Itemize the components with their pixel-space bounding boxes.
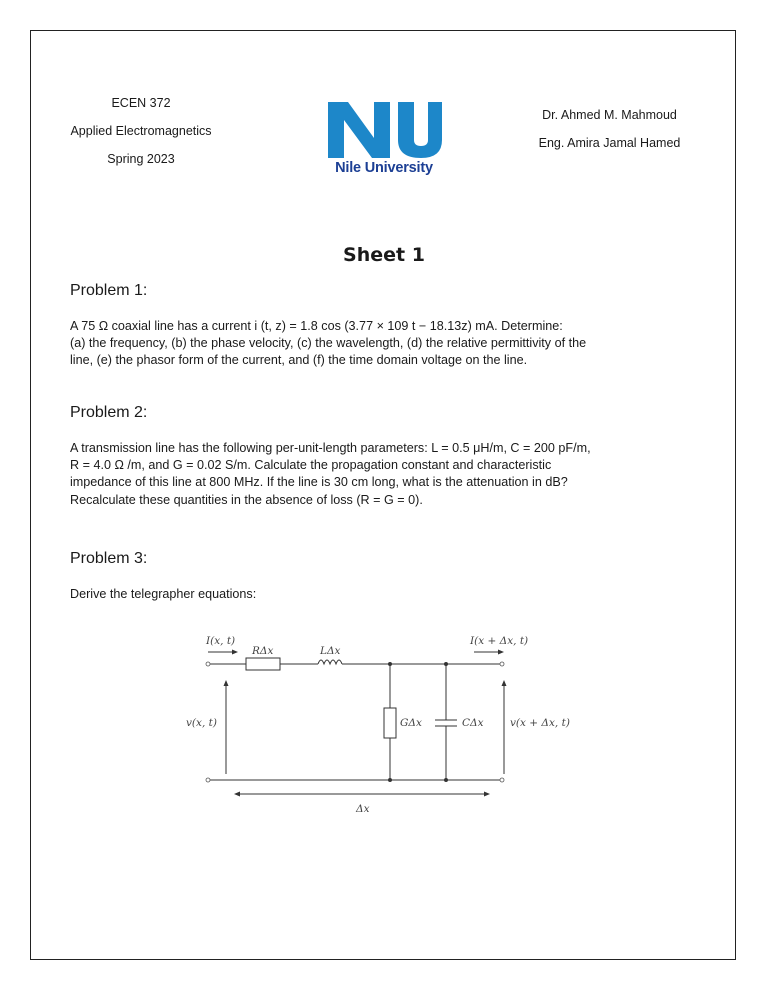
label-length: Δx xyxy=(355,803,370,815)
course-term: Spring 2023 xyxy=(107,152,175,166)
assistant-name: Eng. Amira Jamal Hamed xyxy=(538,136,681,150)
label-voltage-out: v(x + Δx, t) xyxy=(510,717,570,729)
university-logo: Nile University xyxy=(322,100,444,180)
logo-text: Nile University xyxy=(335,160,433,176)
problem-1-line: A 75 Ω coaxial line has a current i (t, … xyxy=(70,319,563,333)
telegrapher-circuit-diagram: I(x, t) RΔx LΔx I(x + Δx, t) v(x, t) GΔx… xyxy=(180,628,580,818)
problem-2-line: A transmission line has the following pe… xyxy=(70,441,591,455)
problem-1-text: A 75 Ω coaxial line has a current i (t, … xyxy=(70,318,710,370)
instructor-name: Dr. Ahmed M. Mahmoud xyxy=(542,108,677,122)
problem-1-heading: Problem 1: xyxy=(70,282,148,299)
label-voltage-in: v(x, t) xyxy=(186,717,217,729)
circuit-svg: I(x, t) RΔx LΔx I(x + Δx, t) v(x, t) GΔx… xyxy=(186,635,570,815)
problem-2-line: R = 4.0 Ω /m, and G = 0.02 S/m. Calculat… xyxy=(70,458,552,473)
problem-2-text: A transmission line has the following pe… xyxy=(70,440,710,509)
course-code: ECEN 372 xyxy=(111,96,171,110)
problem-2-line: impedance of this line at 800 MHz. If th… xyxy=(70,475,568,490)
label-current-in: I(x, t) xyxy=(205,635,235,647)
course-name: Applied Electromagnetics xyxy=(70,124,212,138)
label-resistor: RΔx xyxy=(251,645,273,657)
problem-3-text: Derive the telegrapher equations: xyxy=(70,586,710,603)
label-capacitor: CΔx xyxy=(462,717,484,729)
sheet-title: Sheet 1 xyxy=(343,244,425,266)
label-current-out: I(x + Δx, t) xyxy=(469,635,528,647)
problem-2-heading: Problem 2: xyxy=(70,404,148,421)
problem-1-line: (a) the frequency, (b) the phase velocit… xyxy=(70,336,587,351)
label-conductance: GΔx xyxy=(400,717,422,729)
problem-3-line: Derive the telegrapher equations: xyxy=(70,587,257,601)
problem-3-heading: Problem 3: xyxy=(70,550,148,567)
problem-2-line: Recalculate these quantities in the abse… xyxy=(70,492,423,507)
label-inductor: LΔx xyxy=(319,645,341,657)
page-border xyxy=(30,30,736,960)
problem-1-line: line, (e) the phasor form of the current… xyxy=(70,353,528,368)
